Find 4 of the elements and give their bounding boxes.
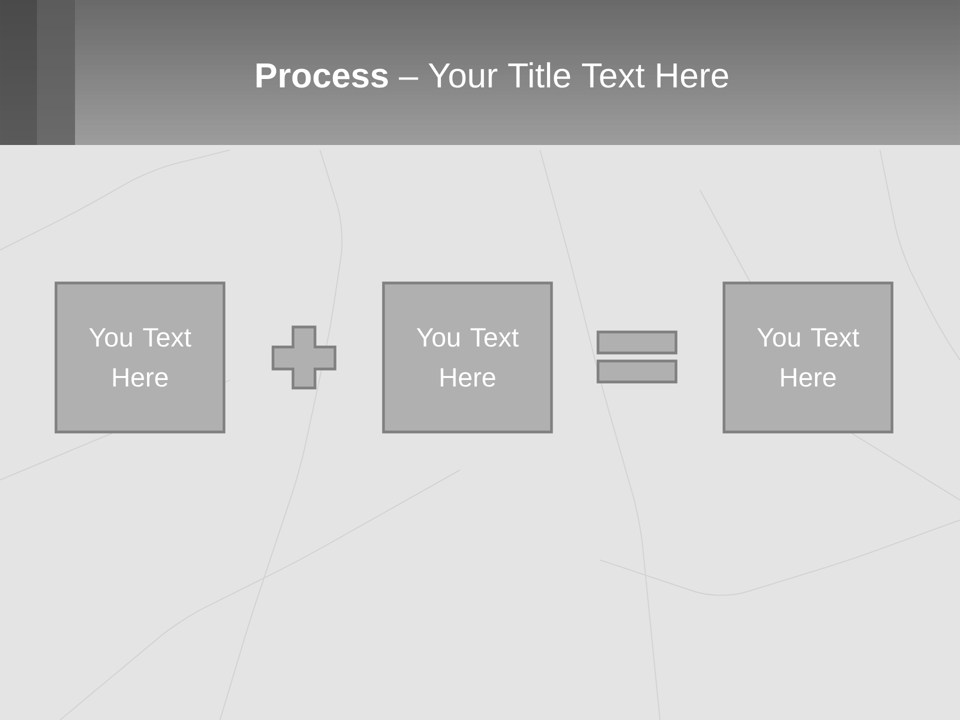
text-box: You Text Here (54, 282, 226, 434)
title: Process – Your Title Text Here (256, 62, 728, 88)
text-box: You Text Here (382, 282, 553, 434)
text-box: You Text Here (722, 282, 894, 434)
